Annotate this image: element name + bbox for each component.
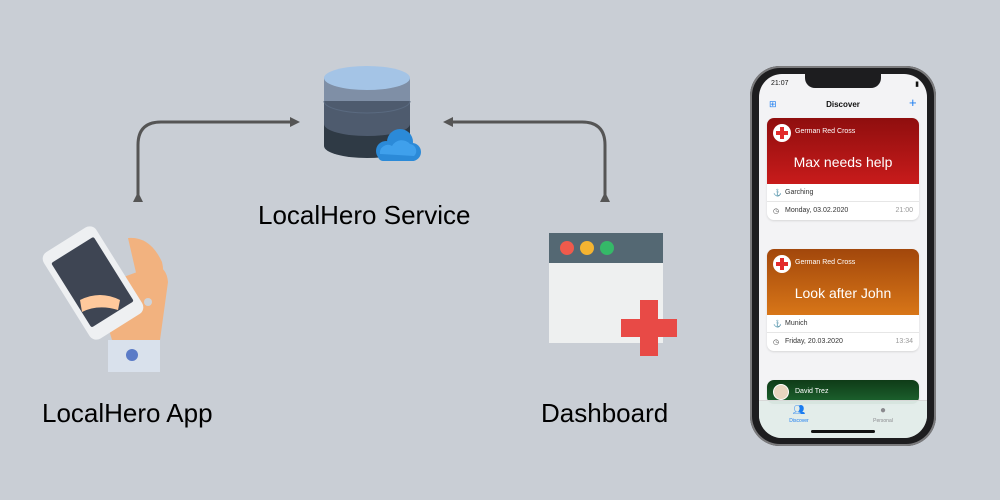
card-location-row: ⚓ Garching [767, 184, 919, 202]
tab-personal[interactable]: ● Personal [853, 405, 913, 424]
card-org: German Red Cross [795, 128, 856, 135]
people-icon: 👥︎ [792, 405, 806, 416]
battery-icon: ▮ [915, 81, 919, 88]
clock-icon: ◷ [773, 208, 780, 215]
service-label: LocalHero Service [258, 200, 471, 230]
hand-phone-icon [42, 226, 168, 372]
card-hero: German Red Cross Max needs help [767, 118, 919, 184]
card-date: Friday, 20.03.2020 [785, 338, 843, 345]
status-bar: 21:07 ▮ [771, 80, 919, 88]
card-location: Garching [785, 189, 814, 196]
status-time: 21:07 [771, 80, 789, 87]
tab-label: Personal [873, 418, 893, 424]
card-location-row: ⚓ Munich [767, 315, 919, 333]
home-indicator [811, 430, 875, 433]
person-icon: ● [879, 405, 887, 416]
tab-discover[interactable]: 👥︎ Discover [769, 405, 829, 424]
nav-bar: ⊞ Discover + [759, 96, 927, 114]
map-icon[interactable]: ⊞ [769, 99, 777, 109]
card-title: Look after John [794, 285, 892, 301]
red-cross-logo-icon [773, 124, 791, 142]
red-cross-logo-icon [773, 255, 791, 273]
phone-mockup: 21:07 ▮ ⊞ Discover + German Red Cross Ma… [750, 66, 936, 446]
card-time: 13:34 [895, 338, 913, 345]
dashboard-label: Dashboard [541, 398, 669, 428]
request-card[interactable]: German Red Cross Max needs help ⚓ Garchi… [767, 118, 919, 220]
card-location: Munich [785, 320, 808, 327]
anchor-icon: ⚓ [773, 190, 782, 197]
avatar [773, 384, 789, 400]
card-org: David Trez [795, 388, 829, 395]
card-title: Max needs help [793, 154, 893, 170]
card-date-row: ◷ Monday, 03.02.2020 21:00 [767, 202, 919, 220]
request-card[interactable]: German Red Cross Look after John ⚓ Munic… [767, 249, 919, 351]
tab-label: Discover [789, 418, 809, 424]
card-org: German Red Cross [795, 259, 856, 266]
arrow-dashboard-service [443, 117, 610, 202]
arrow-app-service [133, 117, 300, 202]
clock-icon: ◷ [773, 339, 780, 346]
phone-screen: 21:07 ▮ ⊞ Discover + German Red Cross Ma… [759, 74, 927, 438]
database-cloud-icon [323, 66, 421, 161]
phone-notch [805, 74, 881, 88]
app-label: LocalHero App [42, 398, 213, 428]
plus-icon[interactable]: + [909, 95, 917, 110]
card-hero: German Red Cross Look after John [767, 249, 919, 315]
card-date: Monday, 03.02.2020 [785, 207, 849, 214]
card-time: 21:00 [895, 207, 913, 214]
nav-title: Discover [826, 100, 860, 109]
anchor-icon: ⚓ [773, 321, 782, 328]
red-cross-icon [621, 300, 677, 356]
card-date-row: ◷ Friday, 20.03.2020 13:34 [767, 333, 919, 351]
